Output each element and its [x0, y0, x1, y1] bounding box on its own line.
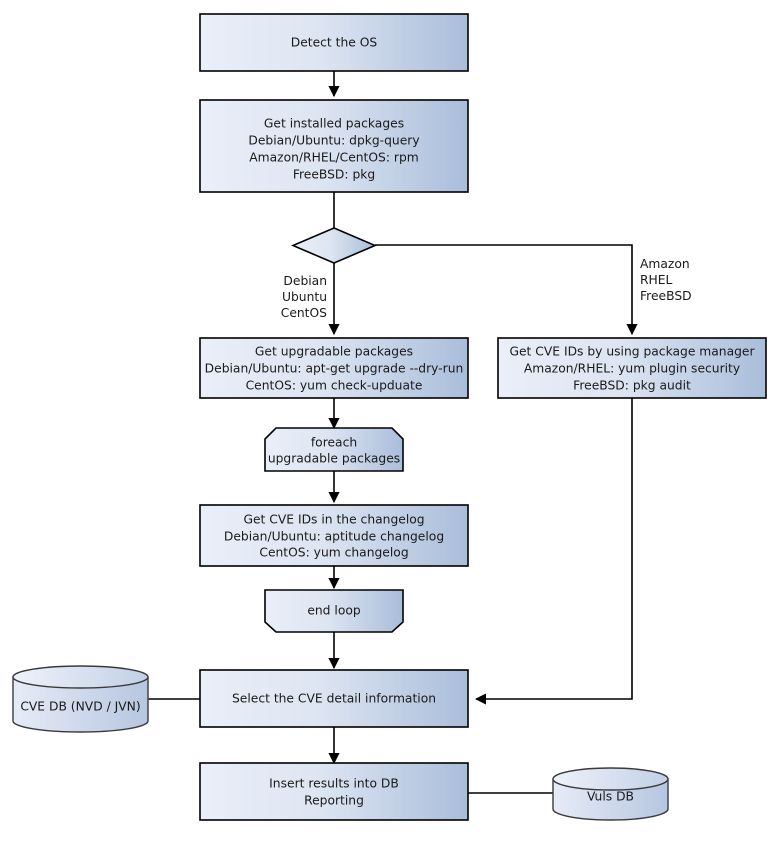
node-cve-db[interactable]: CVE DB (NVD / JVN)	[12, 665, 149, 733]
insert-results-box[interactable]	[199, 762, 469, 821]
get-upgradable-packages-box[interactable]	[199, 337, 469, 399]
cve-db-cylinder-body[interactable]	[12, 676, 149, 733]
vuls-db-cylinder-top	[552, 767, 669, 791]
get-cve-ids-changelog-line-3: CentOS: yum changelog	[259, 546, 408, 560]
edge-decision-right-branch	[375, 244, 638, 336]
branch-label-left-line-2: Ubuntu	[282, 290, 327, 304]
foreach-loop-start-shape[interactable]	[264, 427, 404, 472]
detect-os-label: Detect the OS	[291, 36, 378, 50]
node-insert-results[interactable]: Insert results into DB Reporting	[199, 762, 469, 821]
insert-results-line-2: Reporting	[304, 794, 364, 808]
os-decision-diamond[interactable]	[290, 227, 378, 264]
cve-db-label: CVE DB (NVD / JVN)	[20, 700, 140, 714]
get-cve-ids-pkg-manager-line-3: FreeBSD: pkg audit	[573, 379, 691, 393]
edge-pkgmanager-cve-to-select	[474, 398, 633, 705]
node-get-cve-ids-pkg-manager[interactable]: Get CVE IDs by using package manager Ama…	[497, 337, 767, 399]
get-cve-ids-changelog-line-2: Debian/Ubuntu: aptitude changelog	[224, 530, 444, 544]
node-end-loop[interactable]: end loop	[264, 589, 404, 633]
node-get-installed-packages[interactable]: Get installed packages Debian/Ubuntu: dp…	[199, 99, 469, 193]
get-cve-ids-pkg-manager-line-1: Get CVE IDs by using package manager	[509, 345, 755, 359]
get-installed-packages-line-4: FreeBSD: pkg	[293, 168, 375, 182]
get-installed-packages-line-2: Debian/Ubuntu: dpkg-query	[248, 134, 419, 148]
branch-label-right-line-3: FreeBSD	[640, 289, 692, 303]
node-get-upgradable-packages[interactable]: Get upgradable packages Debian/Ubuntu: a…	[199, 337, 469, 399]
branch-label-right-line-2: RHEL	[640, 273, 673, 287]
get-cve-ids-pkg-manager-box[interactable]	[497, 337, 767, 399]
node-os-decision[interactable]	[290, 227, 378, 264]
vuls-db-label: Vuls DB	[587, 790, 634, 804]
node-vuls-db[interactable]: Vuls DB	[552, 767, 669, 821]
get-upgradable-packages-line-2: Debian/Ubuntu: apt-get upgrade --dry-run	[205, 362, 464, 376]
detect-os-box[interactable]	[199, 13, 469, 72]
insert-results-line-1: Insert results into DB	[269, 777, 399, 791]
get-cve-ids-changelog-line-1: Get CVE IDs in the changelog	[243, 513, 424, 527]
end-loop-shape[interactable]	[264, 589, 404, 633]
branch-label-left-line-3: CentOS	[281, 306, 327, 320]
edge-labels-layer: Debian Ubuntu CentOS Amazon RHEL FreeBSD	[281, 257, 692, 320]
foreach-loop-start-line-1: foreach	[311, 436, 357, 450]
edges-layer	[148, 71, 638, 794]
node-get-cve-ids-changelog[interactable]: Get CVE IDs in the changelog Debian/Ubun…	[199, 504, 469, 567]
foreach-loop-start-line-2: upgradable packages	[268, 452, 400, 466]
get-installed-packages-box[interactable]	[199, 99, 469, 193]
node-foreach-loop-start[interactable]: foreach upgradable packages	[264, 427, 404, 472]
get-upgradable-packages-line-1: Get upgradable packages	[255, 345, 413, 359]
get-installed-packages-line-3: Amazon/RHEL/CentOS: rpm	[249, 151, 419, 165]
end-loop-label: end loop	[307, 604, 361, 618]
get-cve-ids-pkg-manager-line-2: Amazon/RHEL: yum plugin security	[524, 362, 740, 376]
cve-db-cylinder-top	[12, 665, 149, 689]
branch-label-right-line-1: Amazon	[640, 257, 690, 271]
node-select-cve-detail[interactable]: Select the CVE detail information	[199, 669, 469, 728]
get-upgradable-packages-line-3: CentOS: yum check-upduate	[246, 379, 423, 393]
get-installed-packages-line-1: Get installed packages	[264, 117, 404, 131]
get-cve-ids-changelog-box[interactable]	[199, 504, 469, 567]
select-cve-detail-label: Select the CVE detail information	[232, 692, 436, 706]
branch-label-left-line-1: Debian	[283, 274, 327, 288]
select-cve-detail-box[interactable]	[199, 669, 469, 728]
node-detect-os[interactable]: Detect the OS	[199, 13, 469, 72]
